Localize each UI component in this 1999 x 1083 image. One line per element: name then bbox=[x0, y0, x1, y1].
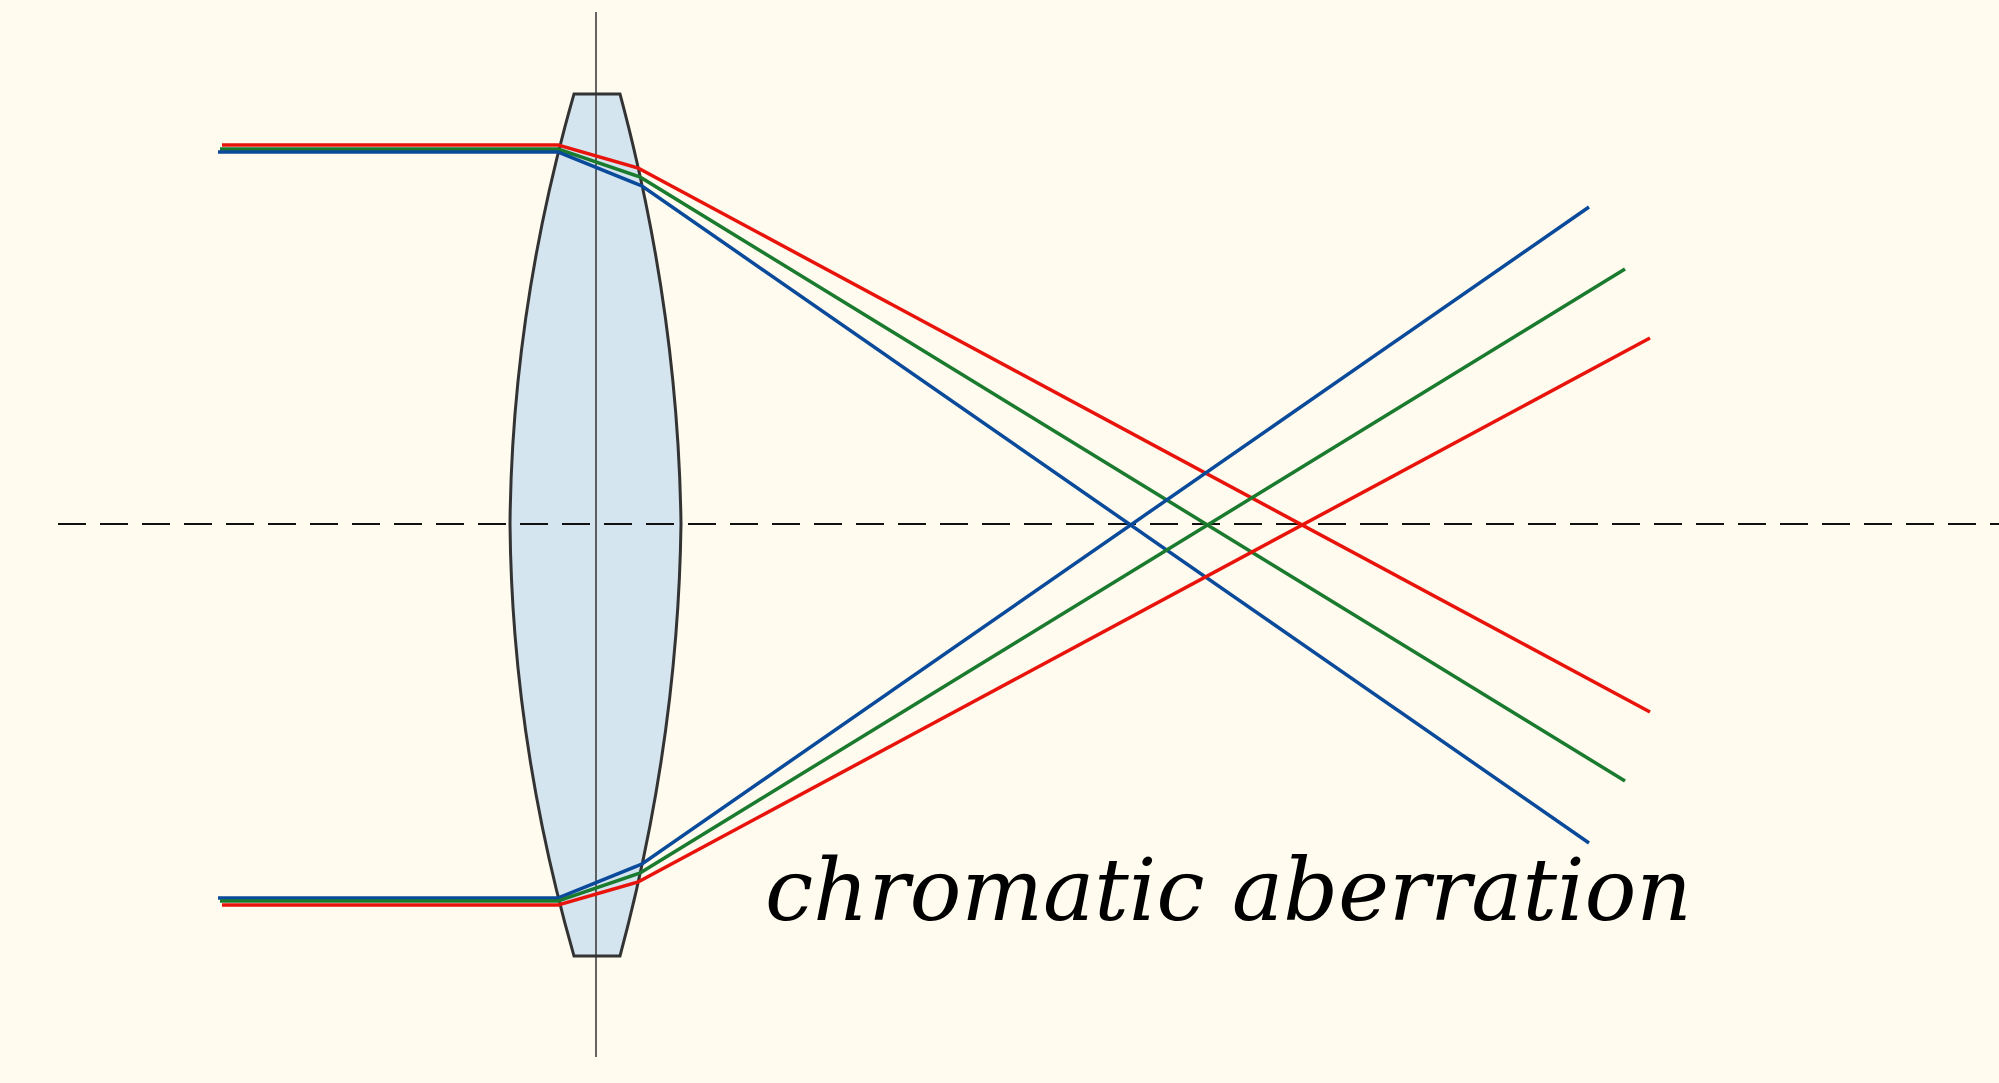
lower-ray-green bbox=[220, 267, 1626, 903]
upper-ray-green bbox=[220, 147, 1626, 783]
lower-ray-red bbox=[222, 336, 1651, 907]
upper-ray-red bbox=[222, 143, 1651, 714]
upper-ray-blue bbox=[218, 150, 1590, 845]
upper-incoming-rays bbox=[218, 143, 1651, 845]
diagram-caption: chromatic aberration bbox=[765, 841, 1692, 941]
lower-incoming-rays bbox=[218, 205, 1651, 907]
lower-ray-blue bbox=[218, 205, 1590, 900]
